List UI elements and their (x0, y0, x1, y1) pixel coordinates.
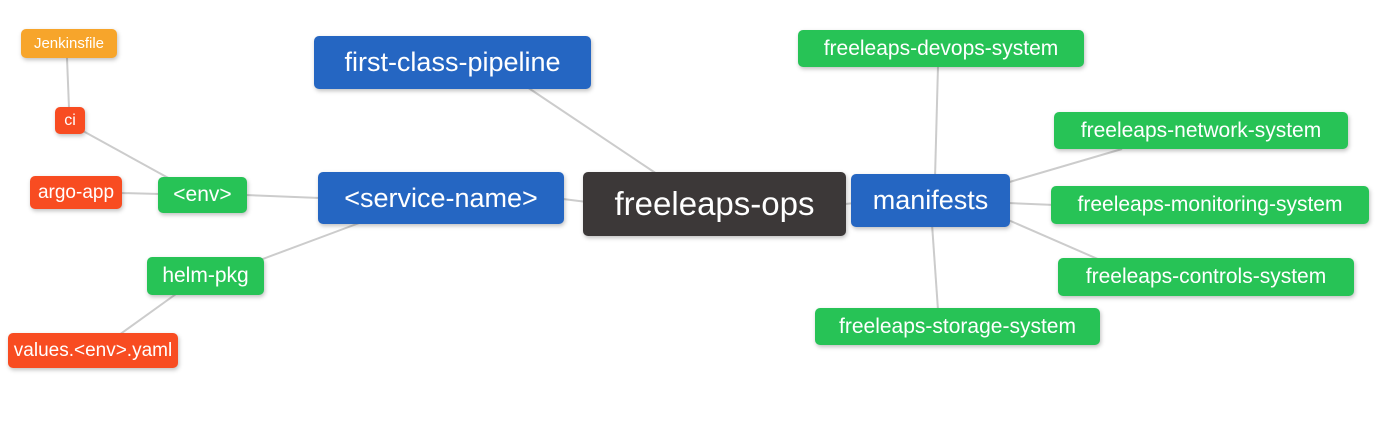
edge-manifests-controls (1005, 218, 1101, 261)
node-ci[interactable]: ci (55, 107, 85, 134)
node-freeleaps-monitoring-system[interactable]: freeleaps-monitoring-system (1051, 186, 1369, 224)
node-manifests[interactable]: manifests (851, 174, 1010, 227)
node-freeleaps-controls-system[interactable]: freeleaps-controls-system (1058, 258, 1354, 296)
node-first-class-pipeline[interactable]: first-class-pipeline (314, 36, 591, 89)
node-values-env-yaml[interactable]: values.<env>.yaml (8, 333, 178, 368)
edge-manifests-monitoring (1007, 202, 1056, 206)
edge-argo-app-env (119, 192, 161, 195)
edge-ci-env (82, 130, 173, 181)
node-helm-pkg[interactable]: helm-pkg (147, 257, 264, 295)
node-env[interactable]: <env> (158, 177, 247, 213)
edge-jenkinsfile-ci (66, 57, 70, 109)
edge-manifests-storage (931, 223, 939, 311)
node-argo-app[interactable]: argo-app (30, 176, 122, 209)
edge-manifests-devops (934, 65, 939, 179)
node-jenkinsfile[interactable]: Jenkinsfile (21, 29, 117, 58)
edge-values-helm-pkg (118, 293, 177, 336)
node-freeleaps-network-system[interactable]: freeleaps-network-system (1054, 112, 1348, 149)
node-service-name[interactable]: <service-name> (318, 172, 564, 224)
node-root-freeleaps-ops[interactable]: freeleaps-ops (583, 172, 846, 236)
edge-manifests-network (1005, 148, 1123, 184)
edge-first-class-pipeline-root (526, 86, 661, 177)
node-freeleaps-storage-system[interactable]: freeleaps-storage-system (815, 308, 1100, 345)
edge-env-service-name (244, 194, 321, 199)
edge-helm-pkg-service-name (259, 221, 363, 261)
node-freeleaps-devops-system[interactable]: freeleaps-devops-system (798, 30, 1084, 67)
